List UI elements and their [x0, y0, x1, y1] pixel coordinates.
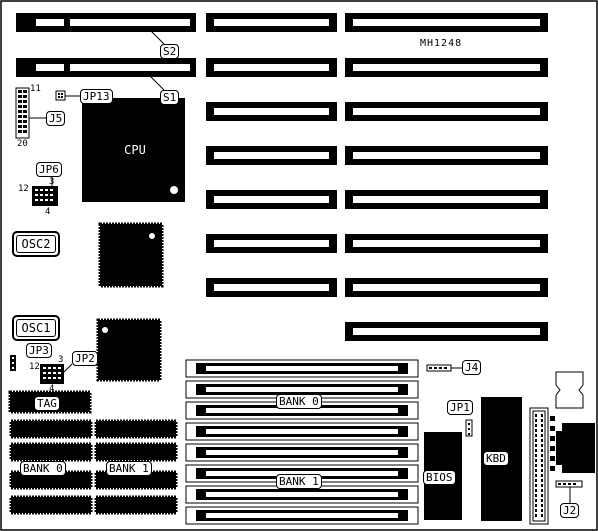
- tag-label: TAG: [34, 396, 60, 411]
- keyboard-connector: [556, 423, 595, 473]
- osc1-label: OSC1: [16, 319, 56, 337]
- isa-slots-middle: [206, 13, 337, 297]
- j4-connector: [426, 364, 452, 372]
- cpu-chip: [82, 98, 185, 202]
- s1-label: S1: [160, 90, 180, 105]
- jp1-label: JP1: [447, 400, 473, 415]
- jp6-jumper: [32, 186, 58, 206]
- cache-bank0-label: BANK 0: [20, 461, 66, 476]
- osc2-oscillator: OSC2: [12, 231, 60, 257]
- j2-label: J2: [560, 503, 580, 518]
- jp6-pin-bottom: 4: [45, 207, 51, 217]
- s1-leader: [149, 75, 165, 91]
- jp1-jumper: [465, 419, 473, 437]
- kbd-label: KBD: [483, 451, 509, 466]
- cache-bank1-label: BANK 1: [106, 461, 152, 476]
- slot-s1: [16, 58, 196, 77]
- j4-label: J4: [462, 360, 482, 375]
- jp2-pin-right: 3: [58, 355, 64, 365]
- jp2-pin-bottom: 4: [49, 384, 55, 394]
- sip-strip: [529, 407, 549, 525]
- osc1-oscillator: OSC1: [12, 315, 60, 341]
- j5-header: [15, 87, 30, 139]
- slot-s2: [16, 13, 196, 32]
- resistor-column: [550, 416, 555, 471]
- simm-bank1-label: BANK 1: [276, 474, 322, 489]
- chipset-lower: [96, 318, 162, 382]
- bios-label: BIOS: [423, 470, 456, 485]
- jp6-label: JP6: [36, 162, 62, 177]
- board-model-label: MH1248: [420, 38, 463, 49]
- isa-slots-right: [345, 13, 548, 341]
- simm-bank0-label: BANK 0: [276, 394, 322, 409]
- jp3-jumper: [10, 355, 16, 371]
- s2-leader: [149, 29, 165, 45]
- jp2-leader: [63, 363, 73, 373]
- jp3-label: JP3: [26, 343, 52, 358]
- j5-pin-top: 11: [30, 84, 41, 94]
- jp6-pin-right: 3: [49, 177, 55, 187]
- j2-connector: [555, 480, 583, 488]
- chipset-upper: [98, 222, 164, 288]
- j5-label: J5: [46, 111, 66, 126]
- osc2-label: OSC2: [16, 235, 56, 253]
- cpu-label: CPU: [124, 143, 146, 157]
- jp2-pin-left: 12: [29, 362, 40, 372]
- jp13-label: JP13: [80, 89, 113, 104]
- jp2-jumper: [40, 364, 64, 384]
- simm-sockets: [185, 359, 419, 525]
- jp13-jumper: [55, 90, 66, 101]
- s2-label: S2: [160, 44, 180, 59]
- j5-pin-bottom: 20: [17, 139, 28, 149]
- battery-outline: [555, 371, 584, 409]
- jp2-label: JP2: [72, 351, 98, 366]
- jp6-pin-left: 12: [18, 184, 29, 194]
